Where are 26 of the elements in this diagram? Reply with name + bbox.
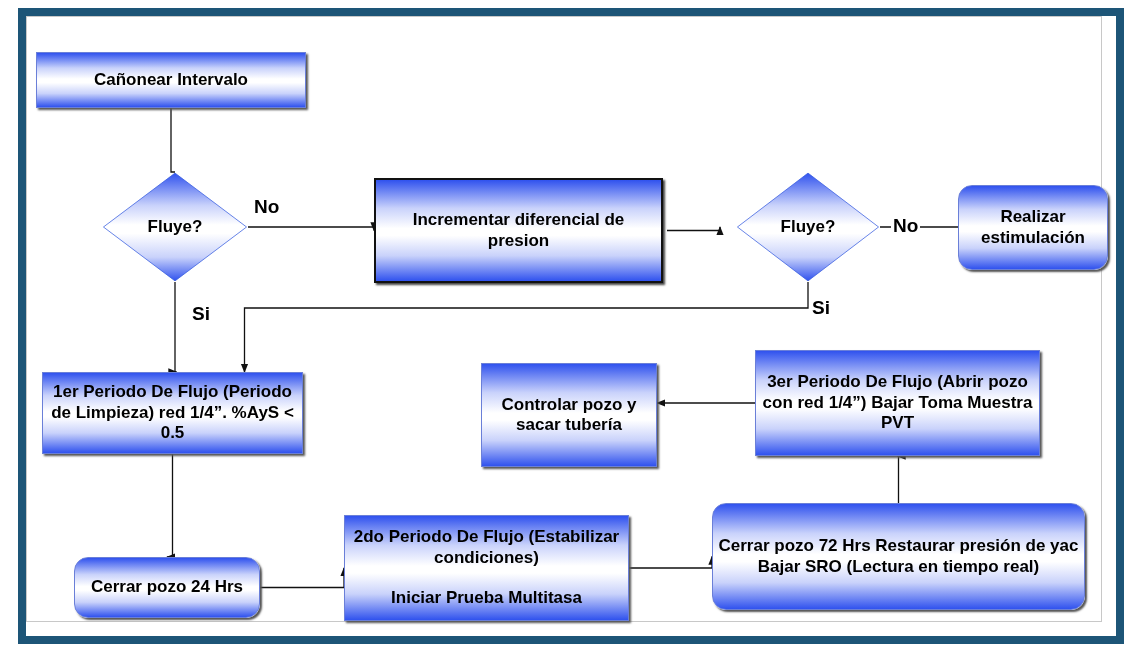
process-box bbox=[36, 52, 306, 108]
process-box bbox=[374, 178, 663, 283]
node-label: 3er Periodo De Flujo (Abrir pozo con red 1/4”) Bajar Toma Muestra PVT bbox=[761, 372, 1034, 434]
node-label: Cañonear Intervalo bbox=[93, 69, 249, 91]
decision-diamond bbox=[102, 172, 248, 282]
rounded-process-box bbox=[74, 557, 260, 618]
rounded-process-box bbox=[958, 185, 1108, 270]
node-label: Cerrar pozo 24 Hrs bbox=[89, 577, 245, 598]
process-box bbox=[344, 515, 629, 621]
connector-arrow bbox=[240, 281, 809, 373]
node-label: Fluye? bbox=[779, 216, 837, 238]
connector-arrow bbox=[656, 399, 756, 407]
node-label: 1er Periodo De Flujo (Periodo de Limpieza) red 1/4”. %AyS < 0.5 bbox=[50, 382, 295, 444]
decision-diamond bbox=[736, 172, 880, 282]
rounded-process-box bbox=[712, 503, 1085, 610]
node-label: Incrementar diferencial de presion bbox=[411, 210, 626, 251]
node-label: Controlar pozo y sacar tubería bbox=[500, 394, 638, 436]
process-box bbox=[481, 363, 657, 467]
node-label: Iniciar Prueba Multitasa bbox=[390, 588, 583, 609]
node-label: 2do Periodo De Flujo (Estabilizar condiciones) bbox=[352, 527, 621, 569]
connector-arrow bbox=[666, 226, 724, 236]
node-label: Fluye? bbox=[146, 216, 204, 238]
node-label: Cerrar pozo 72 Hrs Restaurar presión de yac Bajar SRO (Lectura en tiempo real) bbox=[717, 536, 1080, 577]
process-box bbox=[755, 350, 1040, 456]
process-box bbox=[42, 372, 303, 454]
node-label: Realizar estimulación bbox=[980, 207, 1086, 248]
